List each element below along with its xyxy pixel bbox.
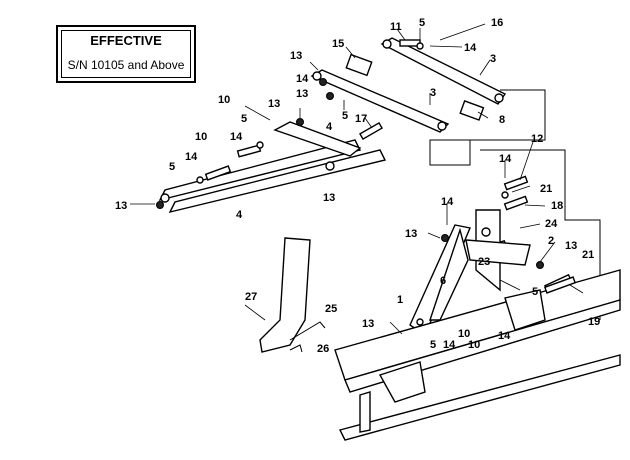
callout-8: 8 xyxy=(499,114,505,126)
callout-14: 14 xyxy=(498,330,511,342)
callout-1: 1 xyxy=(397,294,403,306)
spacer-8 xyxy=(459,100,485,121)
callout-13: 13 xyxy=(296,88,308,100)
callout-10: 10 xyxy=(458,328,470,340)
callout-5: 5 xyxy=(430,339,436,351)
callout-5: 5 xyxy=(532,286,538,298)
side-arms xyxy=(158,121,387,214)
notice-inner-border xyxy=(61,30,191,78)
frame-outline xyxy=(429,89,546,166)
callout-14: 14 xyxy=(443,339,456,351)
callout-13: 13 xyxy=(323,192,335,204)
callout-13: 13 xyxy=(115,200,127,212)
callout-14: 14 xyxy=(499,153,512,165)
callout-13: 13 xyxy=(290,50,302,62)
callout-14: 14 xyxy=(464,42,477,54)
callout-3: 3 xyxy=(430,87,436,99)
callout-5: 5 xyxy=(419,17,425,29)
callout-5: 5 xyxy=(342,110,348,122)
callout-14: 14 xyxy=(230,131,243,143)
leader-lines xyxy=(130,23,584,335)
callout-10: 10 xyxy=(195,131,207,143)
callout-13: 13 xyxy=(565,240,577,252)
bracket-27 xyxy=(244,237,326,353)
callout-13: 13 xyxy=(405,228,417,240)
callout-21: 21 xyxy=(582,249,594,261)
callout-27: 27 xyxy=(245,291,257,303)
callout-labels: 11 5 16 15 14 13 3 14 13 10 13 3 5 5 4 1… xyxy=(115,17,600,355)
notice-title: EFFECTIVE xyxy=(90,33,162,48)
callout-21: 21 xyxy=(540,183,552,195)
callout-26: 26 xyxy=(317,343,329,355)
callout-25: 25 xyxy=(325,303,337,315)
notice-serial-range: S/N 10105 and Above xyxy=(67,58,185,72)
callout-15: 15 xyxy=(332,38,344,50)
callout-14: 14 xyxy=(185,151,198,163)
main-mount xyxy=(409,209,531,337)
callout-4: 4 xyxy=(236,209,243,221)
callout-10: 10 xyxy=(218,94,230,106)
callout-14: 14 xyxy=(296,73,309,85)
callout-5: 5 xyxy=(241,113,247,125)
callout-18: 18 xyxy=(551,200,563,212)
callout-13: 13 xyxy=(268,98,280,110)
callout-23: 23 xyxy=(478,256,490,268)
callout-4: 4 xyxy=(326,121,333,133)
callout-6: 6 xyxy=(440,275,446,287)
callout-5: 5 xyxy=(169,161,175,173)
spacer-15 xyxy=(345,53,373,77)
callout-24: 24 xyxy=(545,218,558,230)
base-frame xyxy=(334,269,621,441)
callout-13: 13 xyxy=(362,318,374,330)
callout-14: 14 xyxy=(441,196,454,208)
callout-19: 19 xyxy=(588,316,600,328)
callout-3: 3 xyxy=(490,53,496,65)
callout-16: 16 xyxy=(491,17,503,29)
callout-10: 10 xyxy=(468,339,480,351)
callout-17: 17 xyxy=(355,113,367,125)
callout-11: 11 xyxy=(390,21,402,33)
frame-outline-lower xyxy=(480,149,601,320)
effective-notice-box: EFFECTIVE S/N 10105 and Above xyxy=(56,25,196,83)
pin-19 xyxy=(543,276,577,294)
callout-2: 2 xyxy=(548,235,554,247)
upper-link-arms xyxy=(310,37,507,133)
callout-12: 12 xyxy=(531,133,543,145)
